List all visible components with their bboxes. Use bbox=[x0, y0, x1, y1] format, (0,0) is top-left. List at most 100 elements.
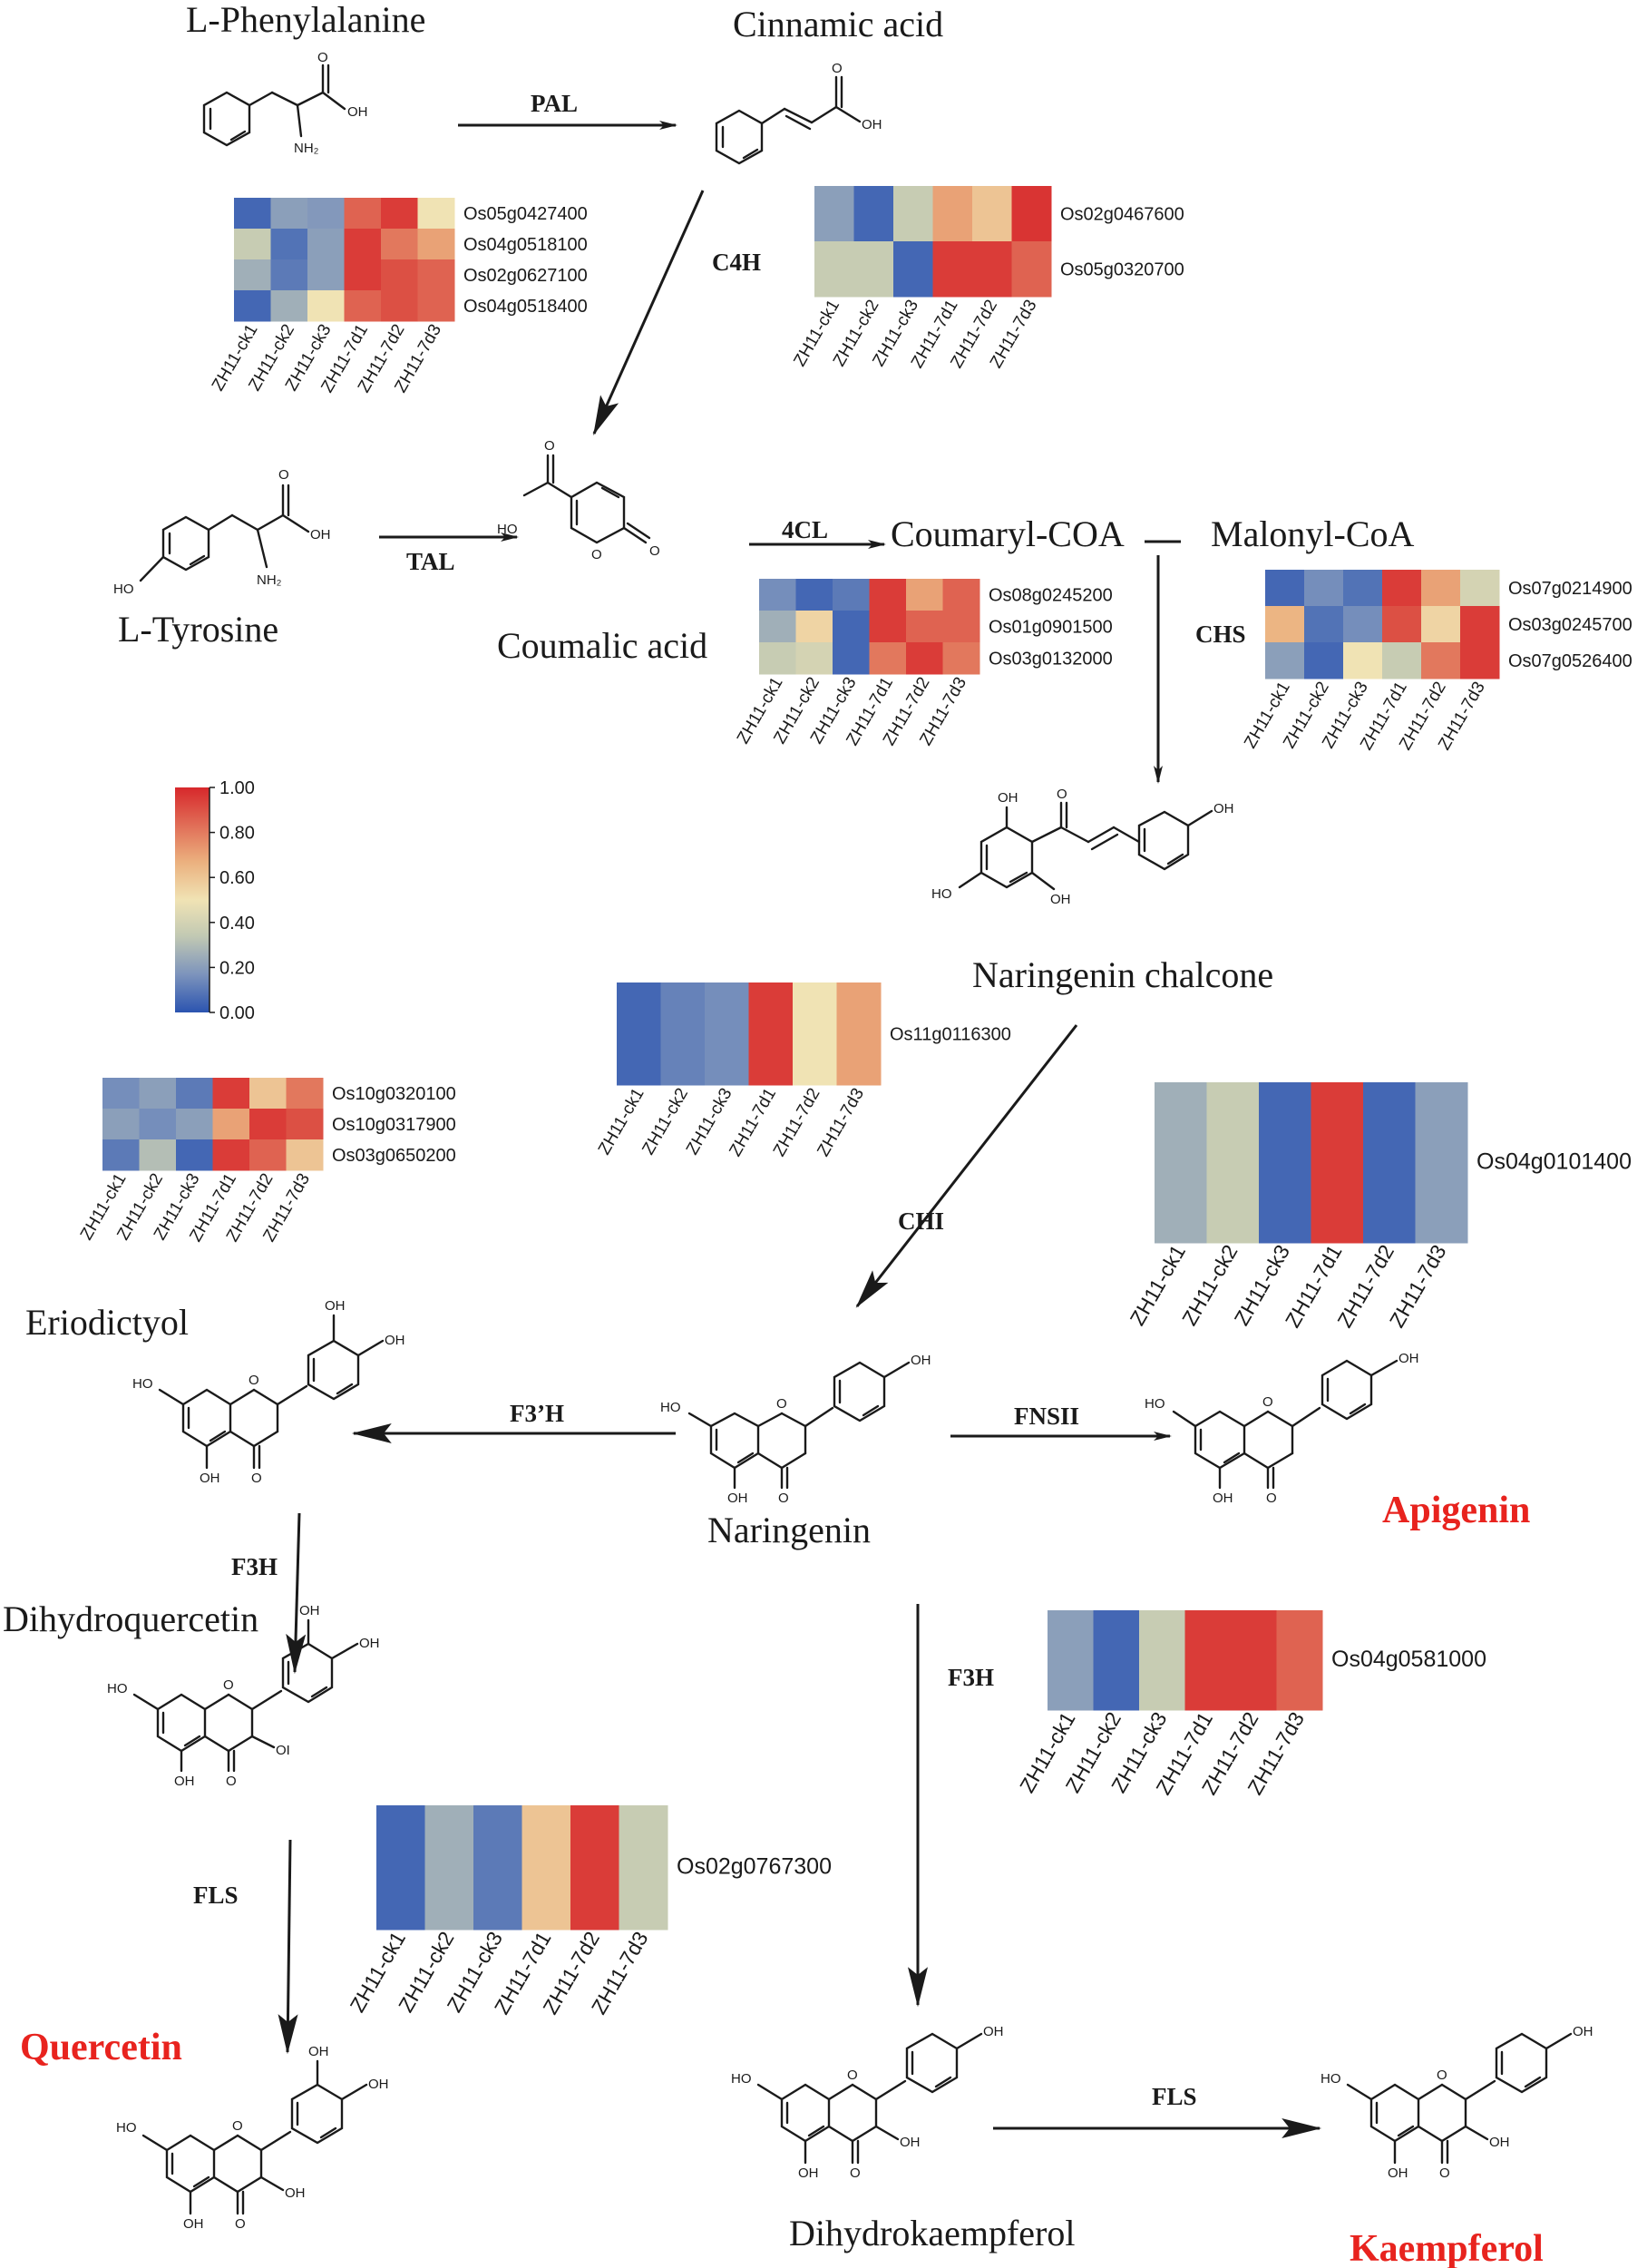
heatmap-cell bbox=[759, 642, 796, 675]
svg-text:HO: HO bbox=[497, 522, 518, 537]
heatmap-cell bbox=[249, 1139, 287, 1171]
heatmap-cell bbox=[102, 1078, 140, 1110]
compound-l-tyrosine: L-Tyrosine bbox=[118, 609, 278, 650]
colorbar-tick-label: 0.20 bbox=[219, 958, 255, 978]
compound-coumalic-acid: Coumalic acid bbox=[497, 625, 707, 666]
gene-label: Os05g0427400 bbox=[463, 204, 588, 224]
svg-text:O: O bbox=[251, 1471, 262, 1486]
structure-l-tyrosine: O OH NH₂ HO bbox=[113, 467, 331, 597]
arrow-f3h-left bbox=[286, 1512, 307, 1675]
heatmap-cell bbox=[1311, 1082, 1364, 1244]
svg-text:HO: HO bbox=[931, 886, 952, 902]
colorbar-tick-label: 0.40 bbox=[219, 914, 255, 934]
compound-quercetin: Quercetin bbox=[20, 2027, 182, 2068]
heatmap-cell bbox=[814, 241, 854, 298]
heatmap-cell bbox=[1460, 642, 1500, 679]
heatmap-cell bbox=[1460, 606, 1500, 643]
heatmap-cell bbox=[521, 1805, 571, 1931]
gene-label: Os03g0650200 bbox=[332, 1146, 456, 1166]
heatmap-f3h: Os04g0581000ZH11-ck1ZH11-ck2ZH11-ck3ZH11… bbox=[1015, 1610, 1486, 1799]
svg-text:O: O bbox=[544, 438, 555, 454]
heatmap-cell bbox=[1184, 1610, 1232, 1711]
enzyme-c4h: C4H bbox=[712, 249, 761, 276]
heatmap-chs: Os07g0214900Os03g0245700Os07g0526400ZH11… bbox=[1241, 570, 1632, 753]
gene-label: Os07g0214900 bbox=[1508, 579, 1632, 599]
svg-text:OH: OH bbox=[325, 1298, 346, 1314]
heatmap-cell bbox=[212, 1078, 250, 1110]
heatmap-cell bbox=[139, 1078, 177, 1110]
heatmap-cell bbox=[1206, 1082, 1260, 1244]
heatmap-cell bbox=[344, 229, 382, 260]
heatmap-cell bbox=[102, 1139, 140, 1171]
heatmap-cell bbox=[270, 198, 308, 230]
svg-text:OH: OH bbox=[1388, 2165, 1408, 2181]
heatmap-cell bbox=[307, 198, 345, 230]
heatmap-cell bbox=[286, 1109, 324, 1140]
enzyme-4cl: 4CL bbox=[782, 516, 828, 543]
heatmaps: Os05g0427400Os04g0518100Os02g0627100Os04… bbox=[77, 186, 1632, 2019]
gene-label: Os03g0132000 bbox=[989, 650, 1113, 670]
heatmap-cell bbox=[932, 241, 973, 298]
svg-text:OH: OH bbox=[310, 527, 331, 543]
svg-text:OH: OH bbox=[1398, 1351, 1419, 1366]
heatmap-cell bbox=[1011, 241, 1052, 298]
heatmap-cell bbox=[381, 198, 418, 230]
heatmap-cell bbox=[212, 1109, 250, 1140]
heatmap-cell bbox=[942, 579, 980, 611]
heatmap-cell bbox=[1304, 642, 1344, 679]
svg-text:HO: HO bbox=[1321, 2071, 1341, 2087]
heatmap-cell bbox=[1304, 606, 1344, 643]
svg-text:OH: OH bbox=[285, 2185, 306, 2201]
heatmap-cell bbox=[617, 982, 661, 1086]
heatmap-cell bbox=[176, 1078, 213, 1110]
svg-text:O: O bbox=[278, 467, 289, 483]
svg-text:OH: OH bbox=[299, 1603, 320, 1618]
heatmap-cell bbox=[1231, 1610, 1277, 1711]
heatmap-cell bbox=[1382, 570, 1422, 607]
svg-text:OH: OH bbox=[983, 2024, 1004, 2039]
gene-label: Os02g0767300 bbox=[677, 1854, 832, 1880]
heatmap-cell bbox=[1093, 1610, 1140, 1711]
heatmap-cell bbox=[932, 186, 973, 242]
svg-text:NH₂: NH₂ bbox=[257, 572, 282, 588]
heatmap-cell bbox=[942, 611, 980, 643]
svg-text:OH: OH bbox=[385, 1333, 405, 1348]
heatmap-cell bbox=[1343, 606, 1383, 643]
heatmap-fnsii: Os04g0101400ZH11-ck1ZH11-ck2ZH11-ck3ZH11… bbox=[1126, 1082, 1632, 1332]
structure-dihydrokaempferol: O O HO OH OH OH bbox=[731, 2024, 1004, 2181]
svg-text:OH: OH bbox=[359, 1636, 380, 1651]
svg-text:OH: OH bbox=[368, 2077, 389, 2092]
compound-naringenin: Naringenin bbox=[707, 1510, 871, 1550]
heatmap-cell bbox=[270, 259, 308, 291]
heatmap-cell bbox=[1265, 642, 1305, 679]
heatmap-cell bbox=[833, 642, 870, 675]
svg-text:O: O bbox=[232, 2118, 243, 2134]
svg-text:O: O bbox=[223, 1677, 234, 1693]
heatmap-cell bbox=[1415, 1082, 1468, 1244]
heatmap-cell bbox=[139, 1139, 177, 1171]
svg-text:O: O bbox=[591, 547, 602, 562]
heatmap-cell bbox=[1265, 606, 1305, 643]
heatmap-cell bbox=[139, 1109, 177, 1140]
svg-text:O: O bbox=[850, 2165, 861, 2181]
heatmap-chi: Os11g0116300ZH11-ck1ZH11-ck2ZH11-ck3ZH11… bbox=[595, 982, 1011, 1159]
gene-label: Os07g0526400 bbox=[1508, 651, 1632, 671]
svg-text:OH: OH bbox=[347, 104, 368, 120]
compound-eriodictyol: Eriodictyol bbox=[25, 1302, 189, 1343]
heatmap-cell bbox=[972, 186, 1012, 242]
structure-apigenin: O O HO OH OH bbox=[1145, 1351, 1419, 1506]
heatmap-cell bbox=[833, 611, 870, 643]
svg-text:OH: OH bbox=[1489, 2135, 1510, 2150]
colorbar-tick-label: 0.80 bbox=[219, 824, 255, 844]
svg-text:OH: OH bbox=[900, 2135, 921, 2150]
structure-quercetin: O O HO OH OH OH OH bbox=[116, 2044, 389, 2232]
svg-text:O: O bbox=[249, 1373, 259, 1388]
heatmap-cell bbox=[853, 186, 894, 242]
arrow-c4h bbox=[592, 190, 705, 436]
heatmap-cell bbox=[417, 198, 455, 230]
heatmap-f3ph: Os10g0320100Os10g0317900Os03g0650200ZH11… bbox=[77, 1078, 456, 1245]
svg-text:OH: OH bbox=[183, 2216, 204, 2232]
heatmap-cell bbox=[795, 642, 833, 675]
svg-text:O: O bbox=[776, 1396, 787, 1412]
